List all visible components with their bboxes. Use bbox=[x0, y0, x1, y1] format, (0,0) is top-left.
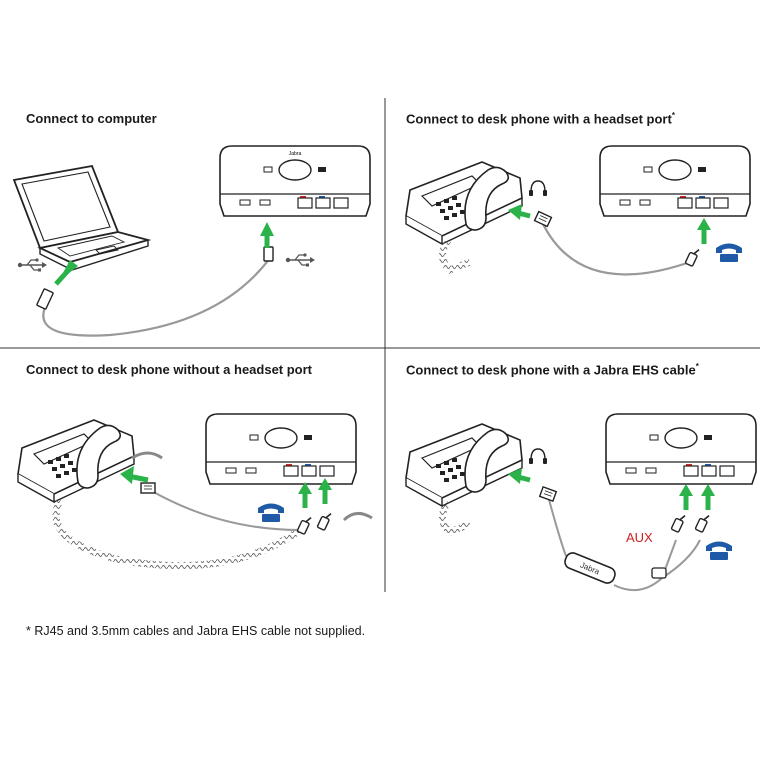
base-brand-text: Jabra bbox=[289, 151, 302, 157]
panel-title-text: Connect to desk phone with a Jabra EHS c… bbox=[406, 362, 696, 378]
panel-title-text: Connect to computer bbox=[26, 111, 157, 126]
desk-phone-icon bbox=[405, 161, 523, 245]
headset-icon bbox=[528, 180, 548, 197]
rj-connector-icon bbox=[694, 513, 710, 534]
usb-icon bbox=[285, 252, 316, 268]
phone-handset-icon bbox=[716, 243, 742, 262]
panel-title-ehs-cable: Connect to desk phone with a Jabra EHS c… bbox=[406, 362, 699, 377]
handset-outline-icon bbox=[342, 512, 373, 522]
ehs-adapter: Jabra bbox=[564, 552, 616, 584]
panel-title-text: Connect to desk phone without a headset … bbox=[26, 362, 313, 377]
panel-title-no-headset-port: Connect to desk phone without a headset … bbox=[26, 362, 312, 377]
base-station-icon bbox=[205, 413, 357, 485]
coiled-cord bbox=[439, 238, 472, 275]
green-arrow-icon bbox=[508, 468, 715, 510]
rj-connector-icon bbox=[684, 247, 700, 268]
rj-connector-icon bbox=[296, 515, 312, 536]
base-station-icon bbox=[599, 145, 751, 217]
usb-icon bbox=[17, 257, 48, 273]
green-arrow-icon bbox=[508, 204, 711, 244]
phone-handset-icon bbox=[706, 541, 732, 560]
phone-handset-icon bbox=[258, 503, 284, 522]
rj-connector-icon bbox=[670, 513, 686, 534]
ehs-cable bbox=[547, 495, 567, 557]
desk-phone-icon bbox=[405, 423, 523, 507]
rj-cable bbox=[149, 489, 301, 531]
green-arrow-icon bbox=[120, 466, 332, 508]
rj-connector-icon bbox=[533, 210, 553, 228]
splitter-icon bbox=[651, 567, 667, 579]
green-arrow-icon bbox=[54, 222, 274, 286]
aux-label: AUX bbox=[626, 530, 653, 545]
panel-title-computer: Connect to computer bbox=[26, 111, 157, 126]
rj-connector-icon bbox=[140, 482, 156, 494]
panel-title-headset-port: Connect to desk phone with a headset por… bbox=[406, 111, 675, 126]
panel-title-text: Connect to desk phone with a headset por… bbox=[406, 111, 672, 127]
headset-icon bbox=[528, 448, 548, 465]
coiled-cord bbox=[439, 500, 472, 537]
ehs-cable bbox=[661, 539, 701, 579]
rj-connector-icon bbox=[539, 486, 557, 502]
base-station-icon bbox=[605, 413, 757, 485]
base-station-icon: Jabra bbox=[219, 145, 371, 217]
desk-phone-icon bbox=[17, 419, 135, 503]
rj-cable bbox=[541, 221, 691, 276]
handset-outline-icon bbox=[131, 451, 163, 460]
laptop-icon bbox=[12, 164, 152, 271]
coiled-cord bbox=[52, 498, 303, 570]
usb-cable bbox=[42, 257, 271, 337]
rj-connector-icon bbox=[316, 511, 332, 532]
ehs-cable bbox=[613, 539, 677, 592]
usb-plug bbox=[36, 288, 54, 310]
footnote: * RJ45 and 3.5mm cables and Jabra EHS ca… bbox=[26, 624, 366, 638]
footnote-mark: * bbox=[671, 111, 675, 120]
usb-plug bbox=[263, 246, 274, 262]
footnote-mark: * bbox=[695, 362, 699, 371]
